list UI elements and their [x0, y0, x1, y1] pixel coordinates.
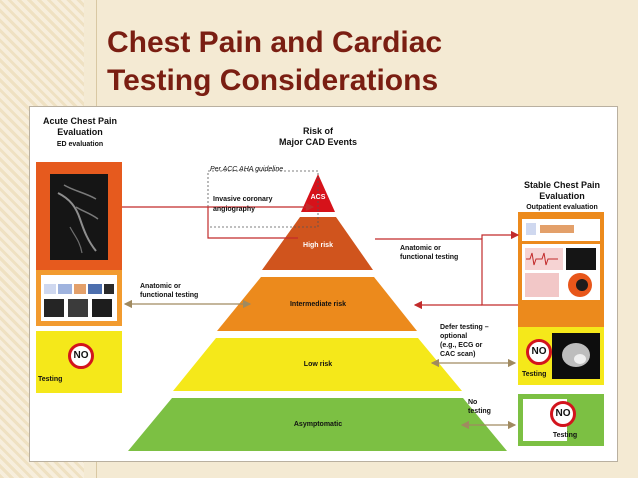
right-anatomic-line-2: functional testing	[400, 254, 459, 261]
right-panel	[518, 212, 604, 446]
right-panel-subtitle: Outpatient evaluation	[526, 204, 598, 211]
pyramid-level-intermediate-risk	[217, 277, 417, 331]
right-anatomic-line-1: Anatomic or	[400, 245, 441, 252]
right-testing-label: Testing	[552, 432, 578, 439]
connectors	[122, 202, 520, 310]
right-no-icon: NO	[550, 401, 576, 427]
level-label-acs: ACS	[310, 194, 326, 201]
left-panel-title-line-2: Evaluation	[57, 127, 103, 137]
defer-line-1: Defer testing –	[440, 324, 489, 331]
stable-connector-top	[481, 230, 520, 240]
level-label-low-risk: Low risk	[303, 361, 333, 368]
invasive-to-high-risk-line	[207, 207, 298, 239]
cardiac-testing-figure: Acute Chest Pain Evaluation ED evaluatio…	[29, 106, 618, 462]
right-defer-no-icon: NO	[526, 339, 552, 365]
guideline-box	[207, 170, 319, 228]
invasive-label-line-1: Invasive coronary	[213, 196, 273, 203]
pyramid-level-low-risk	[173, 338, 462, 391]
left-panel-subtitle: ED evaluation	[56, 141, 104, 148]
slide-title: Chest Pain and Cardiac Testing Considera…	[107, 24, 442, 100]
defer-line-4: CAC scan)	[440, 351, 476, 358]
level-label-asymptomatic: Asymptomatic	[293, 421, 343, 428]
left-panel-title-line-1: Acute Chest Pain	[42, 116, 118, 126]
pyramid-level-high-risk	[262, 217, 373, 270]
left-no-icon: NO	[68, 343, 94, 369]
no-testing-line-1: No	[468, 399, 478, 406]
beige-arrows	[123, 299, 517, 430]
pyramid-level-asymptomatic	[128, 398, 507, 451]
left-anatomic-line-2: functional testing	[140, 292, 199, 299]
right-panel-title-line-1: Stable Chest Pain	[523, 180, 601, 190]
high-risk-to-stable-line	[375, 238, 518, 306]
invasive-label-line-2: angiography	[213, 206, 256, 213]
risk-pyramid	[128, 174, 507, 451]
figure-graphics	[36, 162, 604, 451]
no-testing-line-2: testing	[468, 408, 491, 415]
defer-line-2: optional	[440, 333, 468, 340]
defer-line-3: (e.g., ECG or	[440, 342, 483, 349]
slide-title-line-2: Testing Considerations	[107, 64, 439, 97]
right-defer-testing-label: Testing	[522, 371, 547, 378]
left-anatomic-line-1: Anatomic or	[140, 283, 181, 290]
risk-title-line-2: Major CAD Events	[278, 137, 358, 147]
right-panel-title-line-2: Evaluation	[539, 191, 585, 201]
guideline-note: Per ACC AHA guideline	[210, 166, 284, 173]
level-label-high-risk: High risk	[303, 242, 333, 249]
left-testing-label: Testing	[38, 376, 63, 383]
risk-title-line-1: Risk of	[302, 126, 333, 136]
left-panel	[36, 162, 122, 393]
slide-title-line-1: Chest Pain and Cardiac	[107, 26, 443, 59]
level-label-intermediate-risk: Intermediate risk	[289, 301, 347, 308]
